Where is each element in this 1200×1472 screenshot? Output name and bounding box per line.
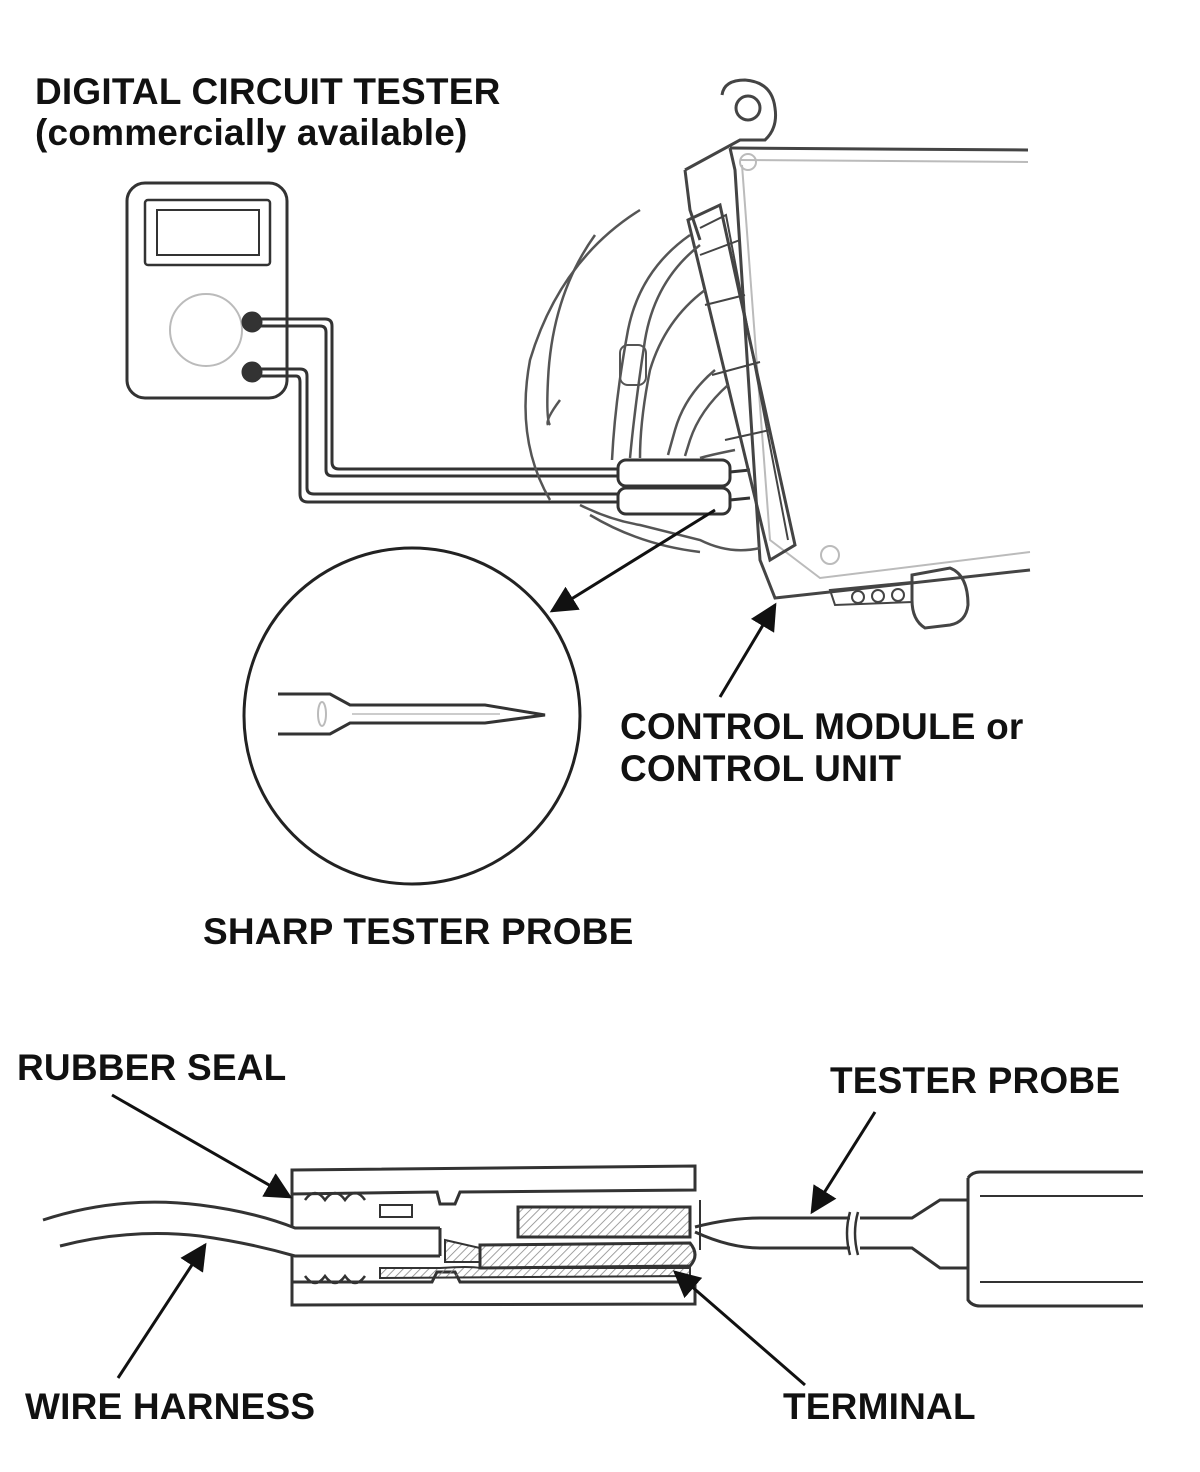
- multimeter-body: [125, 181, 289, 400]
- mount-hole: [734, 94, 762, 122]
- control-module: [683, 78, 1031, 630]
- terminal-arrow: [672, 1270, 806, 1387]
- harness-bundles: [524, 208, 761, 554]
- wire-harness-arrow: [116, 1242, 207, 1379]
- control-module-label-line1: CONTROL MODULE or: [620, 706, 1024, 747]
- terminal: [379, 1205, 697, 1280]
- small-connector: [910, 566, 970, 630]
- control-module-arrow: [718, 602, 777, 698]
- sharp-probe-detail: [242, 546, 582, 886]
- probe-handle: [966, 1177, 1143, 1308]
- mount-tab: [684, 78, 777, 172]
- control-module-label-line2: CONTROL UNIT: [620, 748, 902, 789]
- test-leads: [252, 317, 625, 504]
- multimeter-jack-lower: [241, 361, 263, 383]
- multimeter-display-frame: [143, 198, 272, 267]
- multimeter-display: [156, 209, 260, 256]
- wire-harness: [42, 1200, 442, 1258]
- tester-probe-arrow: [810, 1111, 877, 1215]
- tester-subtitle-label: (commercially available): [35, 112, 468, 153]
- probe-bodies: [616, 458, 751, 516]
- sharp-probe-icon: [278, 692, 546, 736]
- terminal-label: TERMINAL: [783, 1386, 976, 1427]
- multimeter-jack-upper: [241, 311, 263, 333]
- module-case: [728, 147, 1031, 600]
- wire-harness-label: WIRE HARNESS: [25, 1386, 316, 1427]
- connector-strip: [686, 202, 797, 563]
- tester-probe: [694, 1170, 1143, 1308]
- rubber-seal-label: RUBBER SEAL: [17, 1047, 287, 1088]
- detail-circle: [242, 546, 582, 886]
- tester-title-label: DIGITAL CIRCUIT TESTER: [35, 71, 501, 112]
- multimeter: [125, 181, 289, 400]
- tester-probe-label: TESTER PROBE: [830, 1060, 1121, 1101]
- rubber-seal-arrow: [111, 1093, 293, 1199]
- probe-detail-arrow: [549, 508, 716, 613]
- sharp-probe-label: SHARP TESTER PROBE: [203, 911, 634, 952]
- connector-housing: [290, 1164, 701, 1307]
- multimeter-dial-icon: [169, 293, 243, 367]
